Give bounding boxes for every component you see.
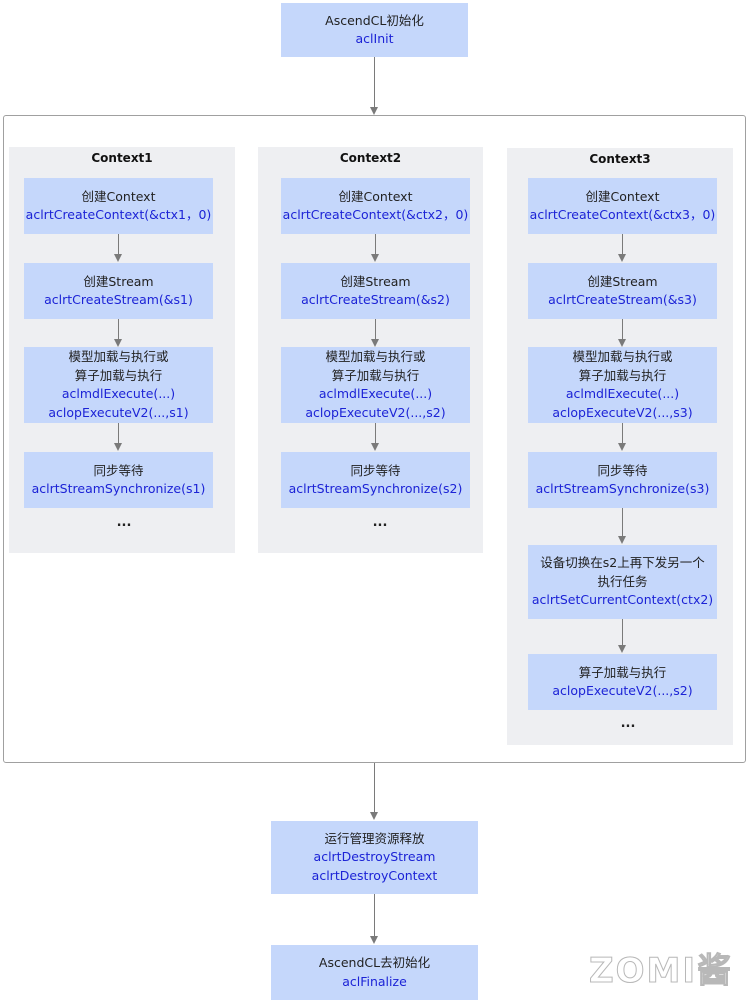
arrow: [375, 234, 376, 255]
arrow: [118, 423, 119, 444]
context3-switch-context-box: 设备切换在s2上再下发另一个 执行任务 aclrtSetCurrentConte…: [528, 545, 717, 619]
arrow: [622, 619, 623, 646]
arrow-head: [114, 443, 122, 451]
step-label: 算子加载与执行: [331, 367, 420, 383]
arrow-head: [370, 936, 378, 944]
watermark-logo: ZOMI酱: [588, 951, 733, 992]
step-code: aclmdlExecute(...): [318, 386, 433, 401]
arrow: [622, 423, 623, 444]
arrow: [622, 319, 623, 340]
step-code: aclrtCreateStream(&s1): [44, 292, 193, 307]
arrow-head: [618, 339, 626, 347]
finalize-code: aclFinalize: [342, 973, 407, 989]
step-code: aclrtStreamSynchronize(s3): [535, 481, 710, 496]
step-code: aclmdlExecute(...): [565, 386, 680, 401]
arrow-head: [114, 254, 122, 262]
step-label: 创建Stream: [587, 273, 658, 289]
arrow: [622, 508, 623, 537]
finalize-label: AscendCL去初始化: [318, 955, 431, 970]
arrow-head: [618, 645, 626, 653]
context1-create-context-box: 创建Context aclrtCreateContext(&ctx1，0): [24, 178, 213, 234]
step-code: aclopExecuteV2(...,s3): [552, 404, 693, 420]
arrow-head: [371, 254, 379, 262]
context3-op-execute-box: 算子加载与执行 aclopExecuteV2(...,s2): [528, 654, 717, 710]
step-label: 创建Context: [81, 188, 156, 204]
step-code: aclrtStreamSynchronize(s2): [288, 481, 463, 496]
step-label: 设备切换在s2上再下发另一个: [540, 555, 705, 571]
context3-title: Context3: [589, 152, 651, 166]
step-code: aclrtCreateStream(&s3): [548, 292, 697, 307]
context3-create-stream-box: 创建Stream aclrtCreateStream(&s3): [528, 263, 717, 319]
context2-sync-box: 同步等待 aclrtStreamSynchronize(s2): [281, 452, 470, 508]
arrow: [118, 319, 119, 340]
arrow: [118, 234, 119, 255]
step-label: 同步等待: [93, 462, 144, 478]
step-label: 执行任务: [597, 573, 648, 589]
step-code: aclrtCreateContext(&ctx3，0): [529, 207, 716, 222]
arrow-head: [371, 339, 379, 347]
step-label: 创建Context: [338, 188, 413, 204]
release-box: 运行管理资源释放 aclrtDestroyStream aclrtDestroy…: [271, 821, 478, 894]
release-code-stream: aclrtDestroyStream: [313, 849, 436, 865]
arrow: [375, 423, 376, 444]
arrow-head: [618, 443, 626, 451]
step-code: aclopExecuteV2(...,s2): [305, 404, 446, 420]
step-code: aclmdlExecute(...): [61, 386, 176, 401]
step-label: 算子加载与执行: [578, 664, 667, 680]
context3-sync-box: 同步等待 aclrtStreamSynchronize(s3): [528, 452, 717, 508]
step-code: aclrtSetCurrentContext(ctx2): [531, 592, 714, 608]
init-label: AscendCL初始化: [325, 12, 424, 28]
step-code: aclrtCreateContext(&ctx1，0): [25, 207, 212, 222]
step-label: 算子加载与执行: [74, 367, 163, 383]
context2-ellipsis: ...: [372, 515, 388, 530]
arrow-contexts-to-release: [374, 763, 375, 813]
arrow-init-to-contexts: [374, 57, 375, 108]
arrow-head: [370, 812, 378, 820]
step-label: 模型加载与执行或: [68, 349, 169, 364]
arrow: [375, 319, 376, 340]
arrow: [622, 234, 623, 255]
context1-title: Context1: [91, 151, 153, 165]
arrow-head: [618, 254, 626, 262]
step-label: 创建Context: [585, 188, 660, 204]
step-label: 创建Stream: [340, 273, 411, 289]
context2-create-stream-box: 创建Stream aclrtCreateStream(&s2): [281, 263, 470, 319]
step-label: 同步等待: [597, 462, 648, 478]
arrow-head: [114, 339, 122, 347]
context3-ellipsis: ...: [620, 716, 636, 731]
context2-title: Context2: [339, 151, 402, 165]
step-code: aclrtCreateStream(&s2): [301, 292, 450, 307]
step-label: 模型加载与执行或: [572, 349, 673, 364]
arrow-head: [371, 443, 379, 451]
release-code-context: aclrtDestroyContext: [311, 867, 438, 883]
arrow-head: [370, 107, 378, 115]
arrow-release-to-finalize: [374, 894, 375, 937]
context3-create-context-box: 创建Context aclrtCreateContext(&ctx3，0): [528, 178, 717, 234]
step-code: aclrtStreamSynchronize(s1): [31, 481, 206, 496]
step-code: aclrtCreateContext(&ctx2，0): [282, 207, 469, 222]
arrow-head: [618, 536, 626, 544]
step-code: aclopExecuteV2(...,s2): [552, 683, 693, 698]
context1-sync-box: 同步等待 aclrtStreamSynchronize(s1): [24, 452, 213, 508]
context3-execute-box: 模型加载与执行或 算子加载与执行 aclmdlExecute(...) aclo…: [528, 347, 717, 423]
finalize-box: AscendCL去初始化 aclFinalize: [271, 945, 478, 1000]
init-box: AscendCL初始化 aclInit: [281, 3, 468, 57]
step-label: 同步等待: [350, 462, 401, 478]
init-code: aclInit: [355, 31, 394, 46]
step-label: 模型加载与执行或: [325, 349, 426, 364]
context1-create-stream-box: 创建Stream aclrtCreateStream(&s1): [24, 263, 213, 319]
context1-execute-box: 模型加载与执行或 算子加载与执行 aclmdlExecute(...) aclo…: [24, 347, 213, 423]
step-code: aclopExecuteV2(...,s1): [48, 404, 189, 420]
context2-create-context-box: 创建Context aclrtCreateContext(&ctx2，0): [281, 178, 470, 234]
context1-ellipsis: ...: [116, 515, 132, 530]
step-label: 算子加载与执行: [578, 367, 667, 383]
step-label: 创建Stream: [83, 273, 154, 289]
release-label: 运行管理资源释放: [324, 830, 425, 846]
context2-execute-box: 模型加载与执行或 算子加载与执行 aclmdlExecute(...) aclo…: [281, 347, 470, 423]
